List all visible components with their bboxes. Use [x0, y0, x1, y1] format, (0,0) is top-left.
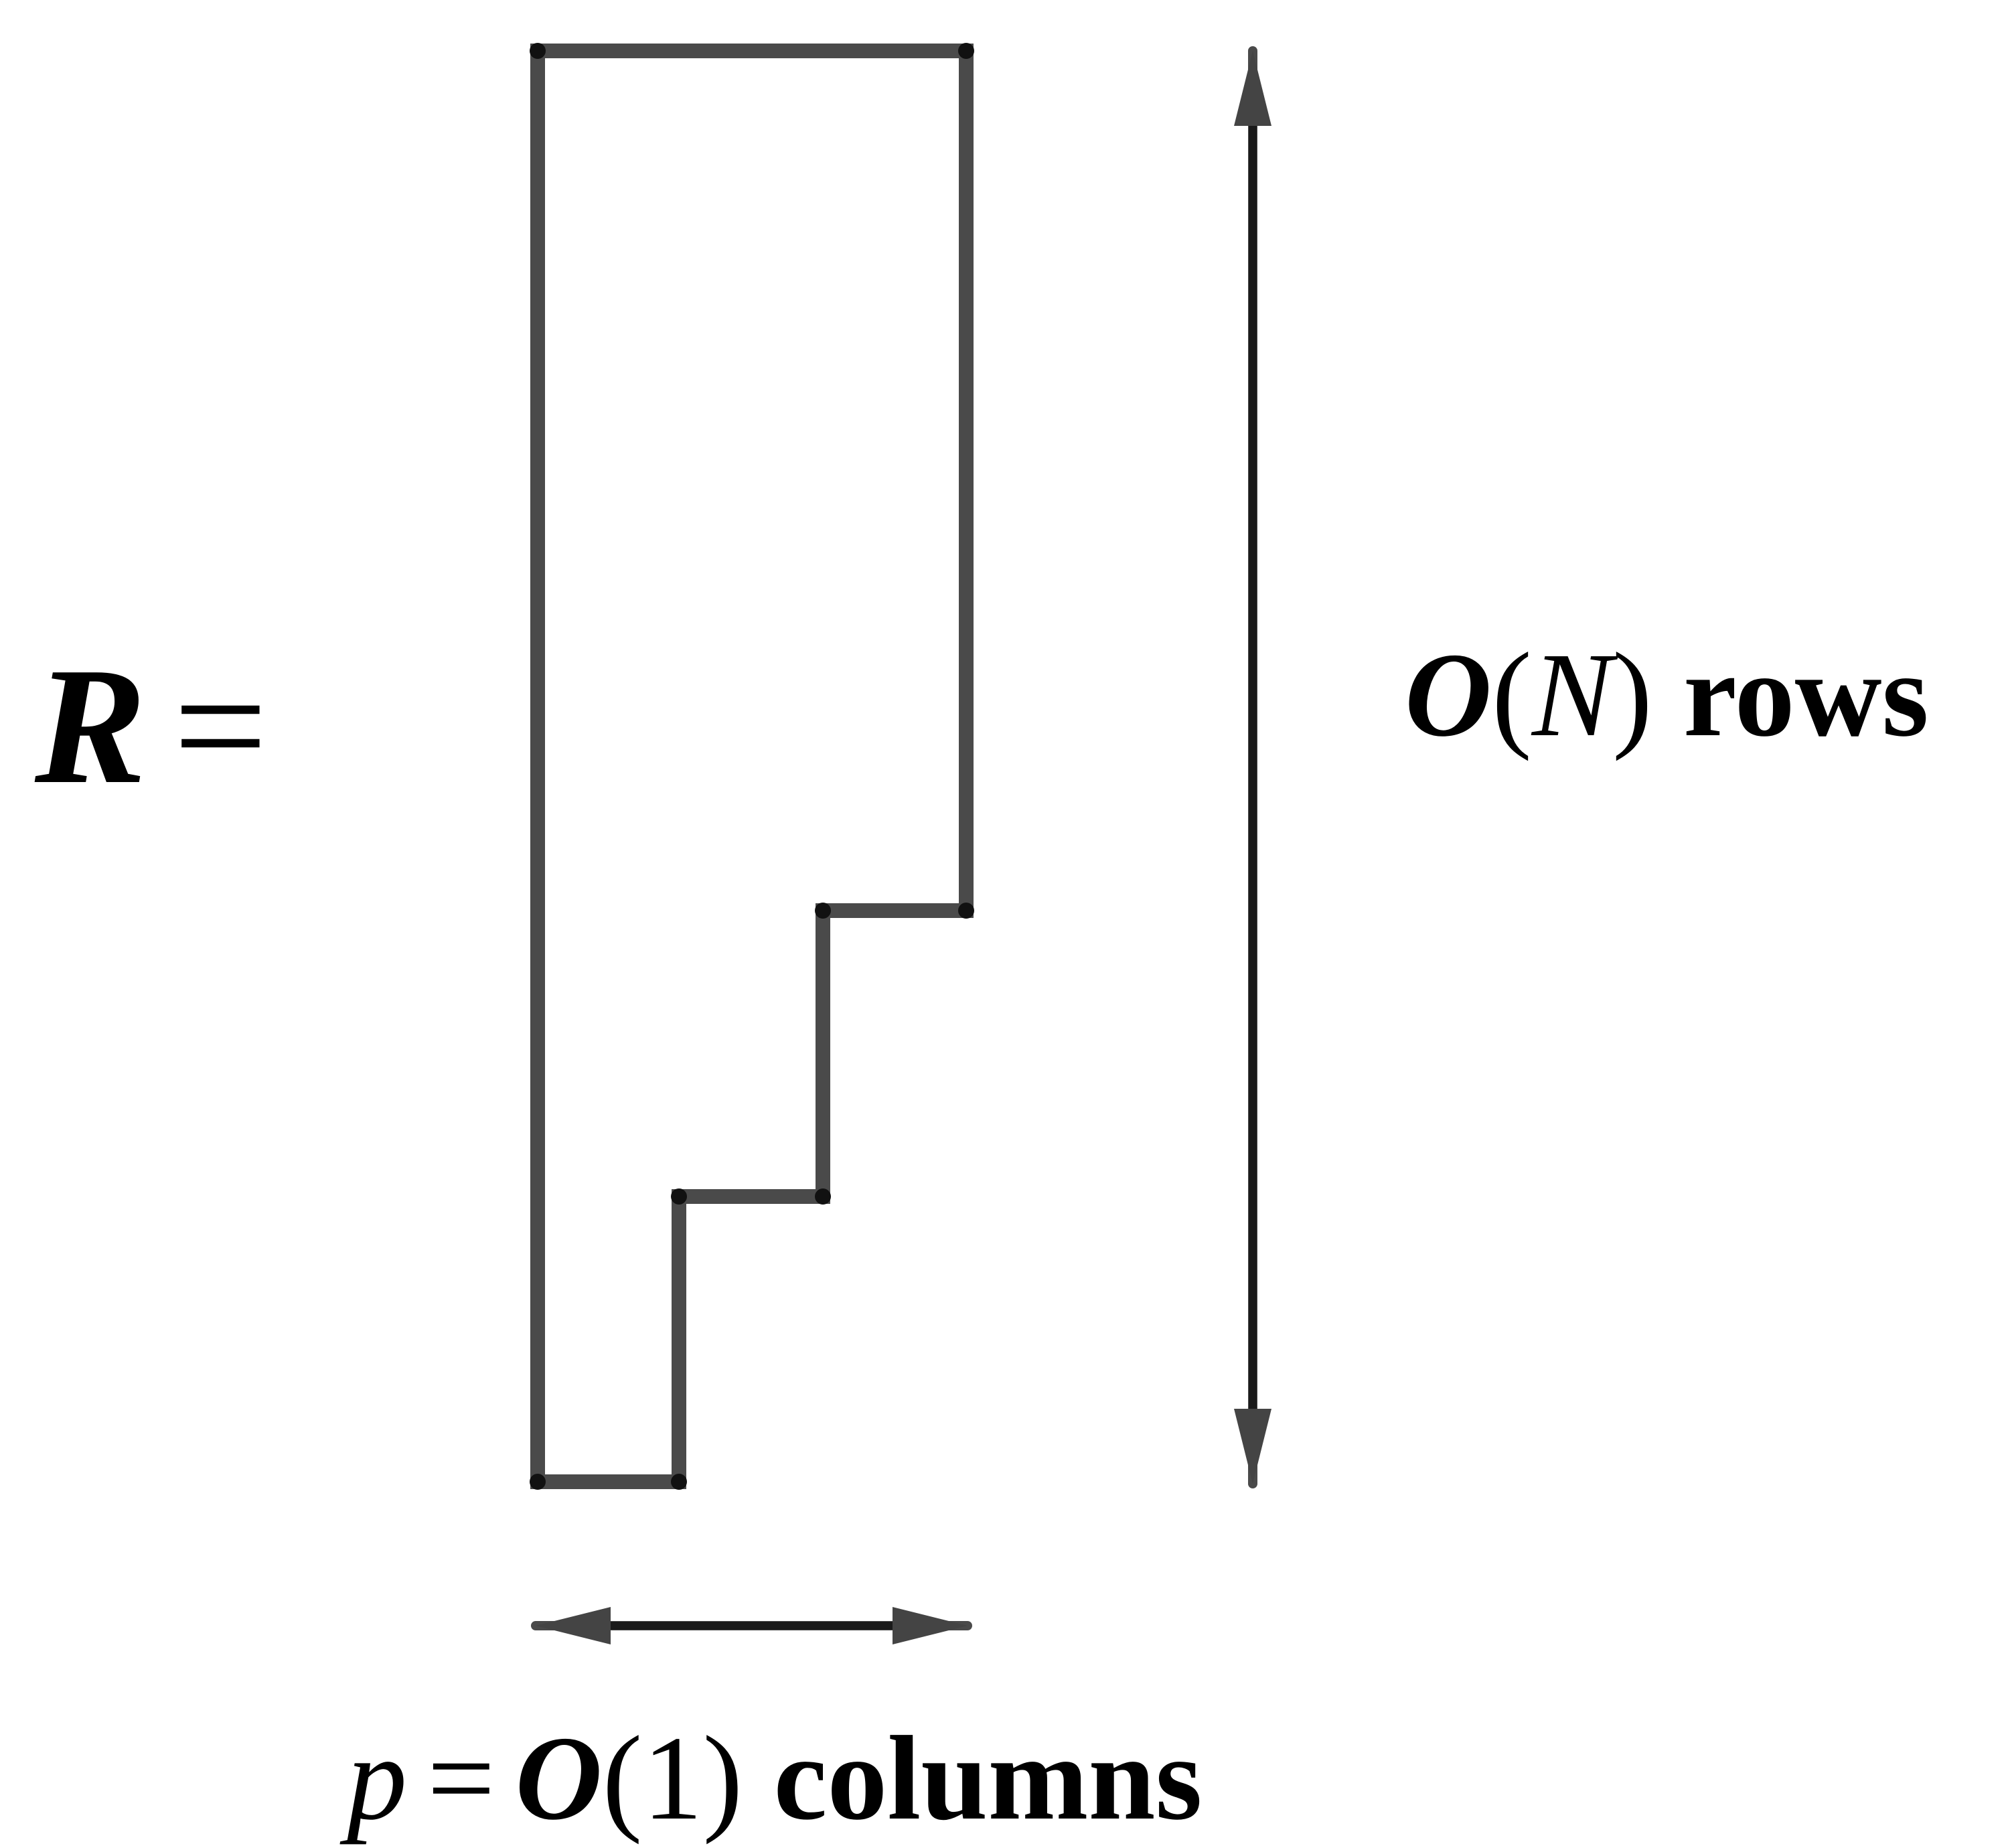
joint-dot: [815, 903, 831, 919]
outline-joints: [530, 43, 974, 1490]
joint-dot: [958, 43, 974, 59]
rows-open-paren: (: [1492, 628, 1532, 761]
arrowhead-right: [893, 1607, 968, 1644]
joint-dot: [530, 43, 546, 59]
columns-arrow: [531, 1607, 972, 1644]
rows-close-paren: ): [1612, 628, 1652, 761]
rows-unit: rows: [1683, 628, 1929, 761]
cols-close-paren: ): [702, 1711, 743, 1845]
arrowhead-down: [1234, 1409, 1271, 1484]
rows-label: O(N)rows: [1405, 635, 1929, 755]
equals-sign: =: [173, 633, 268, 819]
rows-arg: N: [1531, 628, 1613, 761]
joint-dot: [530, 1474, 546, 1490]
joint-dot: [671, 1188, 687, 1205]
matrix-symbol: R: [35, 633, 147, 819]
cols-order-symbol: O: [515, 1711, 603, 1845]
columns-label: p=O(1)columns: [347, 1718, 1203, 1839]
joint-dot: [815, 1188, 831, 1205]
matrix-label: R=: [35, 643, 268, 810]
rows-order-symbol: O: [1405, 628, 1492, 761]
matrix-outline: [530, 44, 974, 1489]
joint-dot: [958, 903, 974, 919]
arrowhead-up: [1234, 51, 1271, 126]
arrowhead-left: [536, 1607, 611, 1644]
cols-equals: =: [427, 1711, 495, 1845]
cols-open-paren: (: [602, 1711, 643, 1845]
cols-var: p: [347, 1711, 407, 1845]
cols-unit: columns: [773, 1711, 1203, 1845]
rows-arrow: [1234, 46, 1271, 1488]
cols-arg: 1: [642, 1711, 703, 1845]
joint-dot: [671, 1474, 687, 1490]
